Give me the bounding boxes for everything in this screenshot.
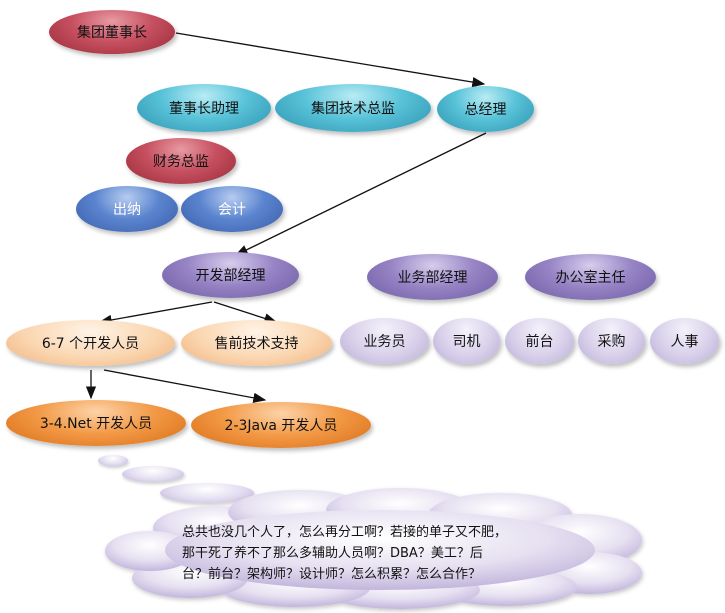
arrow-gm-to-dev-manager <box>234 132 487 256</box>
node-developers: 6-7 个开发人员 <box>6 320 175 366</box>
cloud-text: 总共也没几个人了，怎么再分工啊？若接的单子又不肥， 那干死了养不了那么多辅助人员… <box>182 525 508 582</box>
node-dev-manager: 开发部经理 <box>162 252 299 298</box>
node-cfo: 财务总监 <box>126 138 236 184</box>
thought-bubble-small <box>98 455 128 466</box>
node-java-devs: 2-3Java 开发人员 <box>191 402 371 448</box>
thought-bubble-large <box>160 483 254 503</box>
node-hr: 人事 <box>650 318 719 364</box>
thought-bubble-medium <box>122 466 184 482</box>
arrow-chairman-to-gm <box>175 32 486 88</box>
node-chairman-assistant: 董事长助理 <box>137 84 271 132</box>
arrow-dev-manager-to-presales <box>213 301 278 324</box>
arrow-dev-manager-to-developers <box>98 301 213 326</box>
node-cto: 集团技术总监 <box>275 84 431 132</box>
node-office-director: 办公室主任 <box>525 254 656 300</box>
node-general-manager: 总经理 <box>437 86 534 132</box>
node-front-desk: 前台 <box>505 318 574 364</box>
node-net-devs: 3-4.Net 开发人员 <box>6 400 186 446</box>
node-chairman: 集团董事长 <box>49 10 175 54</box>
arrow-developers-to-java <box>103 369 267 403</box>
node-cashier: 出纳 <box>76 186 178 232</box>
node-driver: 司机 <box>433 318 500 364</box>
node-accountant: 会计 <box>181 186 283 232</box>
node-biz-manager: 业务部经理 <box>367 254 498 300</box>
node-presales: 售前技术支持 <box>181 320 332 366</box>
node-purchasing: 采购 <box>578 318 645 364</box>
node-salesperson: 业务员 <box>340 318 429 364</box>
